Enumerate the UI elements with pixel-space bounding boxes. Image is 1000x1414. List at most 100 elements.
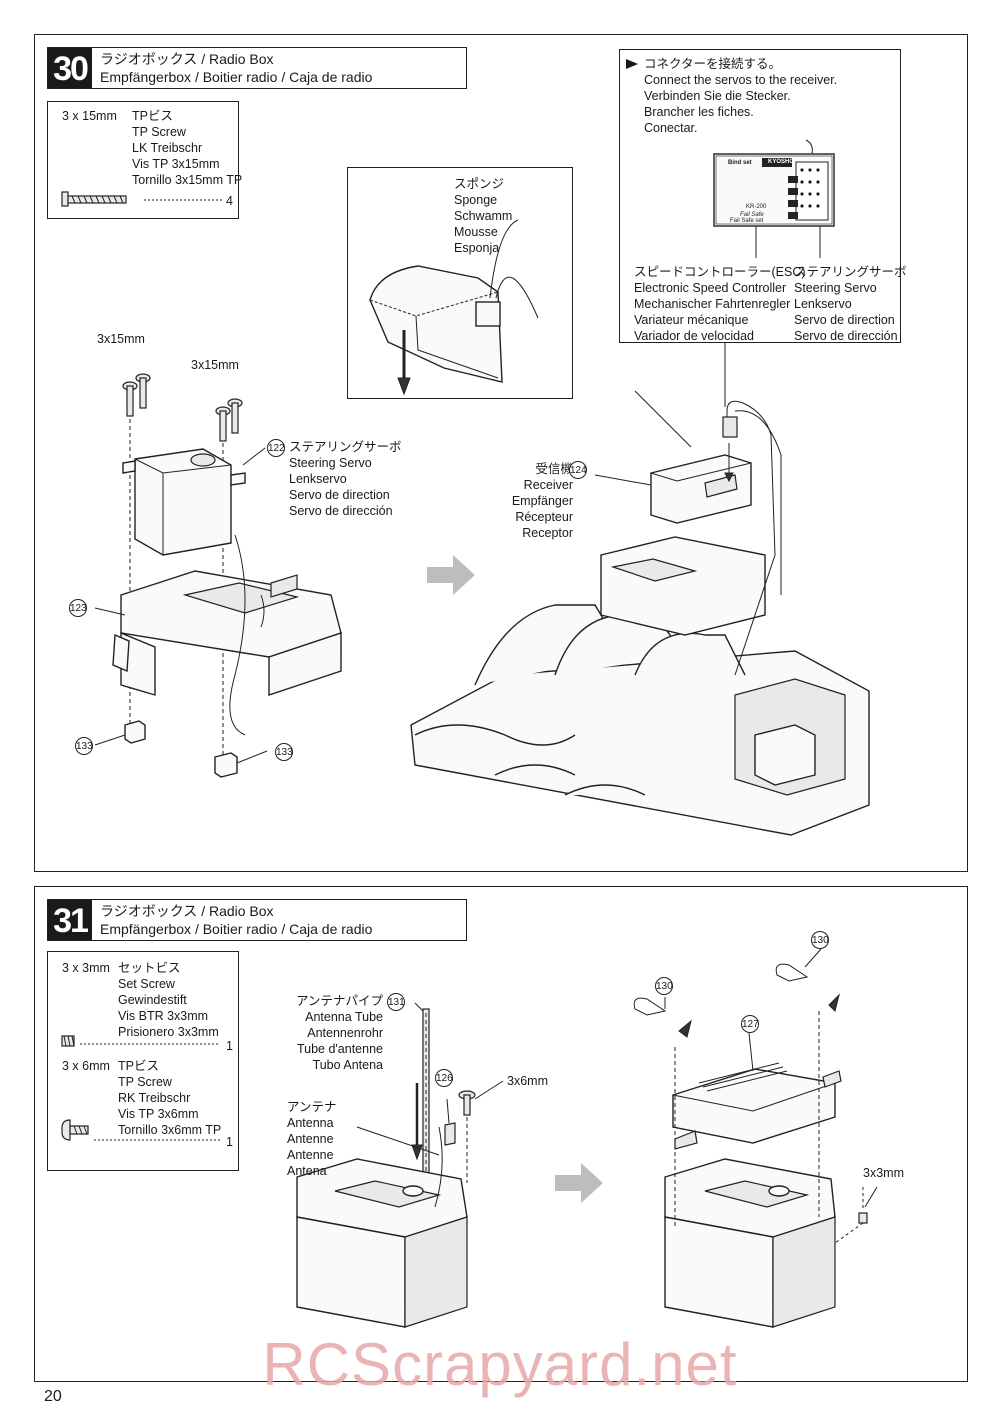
part-line: Gewindestift [118, 993, 187, 1007]
part-name: TPビス TP Screw RK Treibschr Vis TP 3x6mm … [118, 1058, 221, 1138]
label-line: Servo de direction [794, 313, 895, 327]
label-line: Variador de velocidad [634, 329, 754, 343]
label-line: Antenne [287, 1148, 334, 1162]
antenna-label: アンテナ Antenna Antenne Antenne Antena [287, 1099, 337, 1179]
part-line: Tornillo 3x6mm TP [118, 1123, 222, 1137]
callout-130-left: 130 [655, 977, 673, 995]
step-30-parts-box: 3 x 15mm TPビス TP Screw LK Treibschr Vis … [47, 101, 242, 219]
tp-screw-15-icon [61, 191, 222, 207]
steering-servo-label: ステアリングサーボ Steering Servo Lenkservo Servo… [289, 439, 402, 519]
part-line: LK Treibschr [132, 141, 203, 155]
label-line: Schwamm [454, 209, 513, 223]
label-line: Esponja [454, 241, 500, 255]
callout-123: 123 [69, 599, 87, 617]
label-line: Variateur mécanique [634, 313, 749, 327]
label-line: Antennenrohr [307, 1026, 383, 1040]
step-30-panel: 30 ラジオボックス / Radio Box Empfängerbox / Bo… [34, 34, 968, 872]
label-line: Brancher les fiches. [644, 105, 754, 119]
tp-screw-6-icon [61, 1119, 220, 1141]
part-line: TP Screw [132, 125, 186, 139]
label-line: Antenna [287, 1116, 334, 1130]
label-line: Steering Servo [794, 281, 877, 295]
step-31-parts-box: 3 x 3mm セットビス Set Screw Gewindestift Vis… [47, 951, 239, 1171]
label-line: Tube d'antenne [296, 1042, 383, 1056]
part-qty: 4 [226, 194, 233, 208]
receiver-model: KR-200 [746, 204, 767, 210]
part-line: セットビス [118, 961, 181, 975]
connect-note-first-line: コネクターを接続する。 [626, 56, 837, 72]
part-qty: 1 [226, 1039, 233, 1053]
step-30-number: 30 [48, 48, 92, 88]
label-line: コネクターを接続する。 [644, 57, 782, 71]
label-line: Lenkservo [289, 472, 347, 486]
label-line: Empfänger [511, 494, 573, 508]
page-number: 20 [44, 1388, 62, 1405]
step-30-header: 30 ラジオボックス / Radio Box Empfängerbox / Bo… [47, 47, 467, 89]
label-line: ステアリングサーボ [794, 265, 907, 279]
part-size: 3 x 6mm [62, 1059, 110, 1073]
watermark: RCScrapyard.net [262, 1331, 738, 1398]
screw-label-left: 3x15mm [97, 332, 145, 346]
label-line: Steering Servo [289, 456, 372, 470]
set-screw-label-3x3: 3x3mm [863, 1166, 904, 1180]
servo-assembly-illustration [94, 341, 870, 836]
callout-131: 131 [387, 993, 405, 1011]
part-line: Vis TP 3x6mm [118, 1107, 199, 1121]
label-line: Verbinden Sie die Stecker. [644, 89, 791, 103]
callout-127: 127 [741, 1015, 759, 1033]
sponge-label: スポンジ Sponge Schwamm Mousse Esponja [454, 176, 512, 256]
step-31-title-line1: ラジオボックス / Radio Box [100, 903, 274, 919]
receiver-diagram [713, 139, 835, 258]
part-line: Prisionero 3x3mm [118, 1025, 219, 1039]
label-line: Connect the servos to the receiver. [644, 73, 838, 87]
part-line: TPビス [132, 109, 173, 123]
sponge-inset: スポンジ Sponge Schwamm Mousse Esponja [347, 167, 573, 399]
part-size: 3 x 3mm [62, 961, 110, 975]
part-line: TP Screw [118, 1075, 172, 1089]
label-line: Conectar. [644, 121, 698, 135]
step-30-title-line2: Empfängerbox / Boitier radio / Caja de r… [100, 69, 373, 85]
part-line: TPビス [118, 1059, 159, 1073]
parts-icons [61, 1035, 220, 1141]
pointer-arrow-icon [626, 59, 638, 69]
callout-126: 126 [435, 1069, 453, 1087]
part-size: 3 x 15mm [62, 109, 117, 123]
label-line: アンテナ [287, 1100, 337, 1114]
label-line: Antenne [287, 1132, 334, 1146]
label-line: Receiver [523, 478, 573, 492]
step-31-panel: 31 ラジオボックス / Radio Box Empfängerbox / Bo… [34, 886, 968, 1382]
screw-label-right: 3x15mm [191, 358, 239, 372]
set-screw-icon [61, 1035, 220, 1047]
receiver-bind-text: Bind set [728, 160, 752, 166]
receiver-failsafe-set: Fail Safe set [730, 218, 764, 224]
label-line: Mechanischer Fahrtenregler [634, 297, 791, 311]
label-line: Récepteur [515, 510, 573, 524]
label-line: スポンジ [454, 177, 505, 191]
label-line: アンテナパイプ [295, 994, 383, 1008]
receiver-label: 受信機 Receiver Empfänger Récepteur Recepto… [465, 461, 573, 541]
part-line: Vis BTR 3x3mm [118, 1009, 209, 1023]
label-line: Lenkservo [794, 297, 852, 311]
step-30-title: ラジオボックス / Radio Box Empfängerbox / Boiti… [100, 50, 372, 86]
part-name: セットビス Set Screw Gewindestift Vis BTR 3x3… [118, 960, 219, 1040]
receiver-brand: KYOSHO [768, 159, 795, 165]
label-line: Servo de dirección [289, 504, 393, 518]
sponge-illustration [369, 219, 539, 396]
label-line: ステアリングサーボ [289, 440, 402, 454]
label-line: Antena [287, 1164, 327, 1178]
callout-124: 124 [569, 461, 587, 479]
step-31-header: 31 ラジオボックス / Radio Box Empfängerbox / Bo… [47, 899, 467, 941]
antenna-tube-label: アンテナパイプ Antenna Tube Antennenrohr Tube d… [247, 993, 383, 1073]
label-line: Mousse [454, 225, 498, 239]
callout-122: 122 [267, 439, 285, 457]
label-line: Antenna Tube [305, 1010, 383, 1024]
antenna-assembly-illustration [296, 948, 878, 1328]
label-line: Servo de direction [289, 488, 390, 502]
step-31-title: ラジオボックス / Radio Box Empfängerbox / Boiti… [100, 902, 372, 938]
connect-servos-inset: コネクターを接続する。 Connect the servos to the re… [619, 49, 907, 344]
esc-label: スピードコントローラー(ESC) Electronic Speed Contro… [634, 264, 806, 344]
label-line: スピードコントローラー(ESC) [634, 265, 806, 279]
step-31-title-line2: Empfängerbox / Boitier radio / Caja de r… [100, 921, 373, 937]
next-arrow-icon [427, 555, 475, 595]
receiver-failsafe: Fail Safe [740, 212, 764, 218]
